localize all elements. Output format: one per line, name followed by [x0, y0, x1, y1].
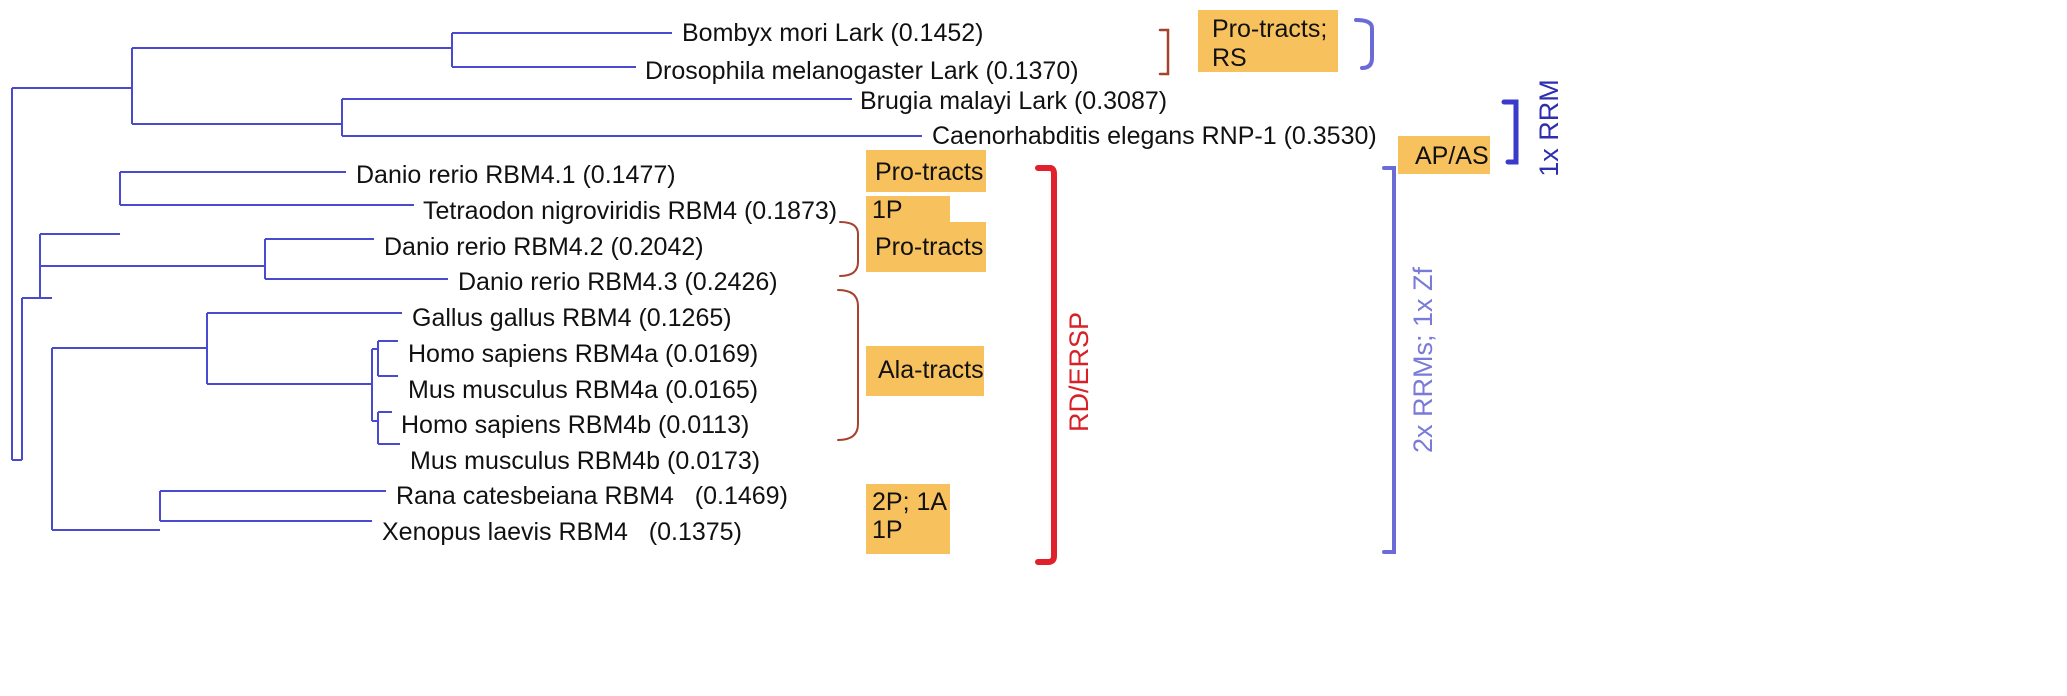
leaf-label-mus-4b: Mus musculus RBM4b (0.0173): [410, 447, 760, 475]
annotation-box-2p-1a-1p: [866, 484, 950, 554]
leaf-label-drosophila: Drosophila melanogaster Lark (0.1370): [645, 57, 1079, 85]
leaf-label-danio-42: Danio rerio RBM4.2 (0.2042): [384, 233, 704, 261]
annotation-box-ap-as: [1398, 136, 1490, 174]
bracket-rd-ersp: [1035, 165, 1057, 565]
group-label-two-rrms: 2x RRMs; 1x Zf: [1408, 266, 1438, 453]
leaf-label-gallus: Gallus gallus RBM4 (0.1265): [412, 304, 732, 332]
annotation-ala-tracts: Ala-tracts: [878, 356, 984, 384]
leaf-labels: Bombyx mori Lark (0.1452) Drosophila mel…: [356, 19, 1377, 546]
tree-branches: [11, 32, 922, 531]
annotation-box-pro-tracts-1: [866, 150, 986, 192]
leaf-label-danio-43: Danio rerio RBM4.3 (0.2426): [458, 268, 778, 296]
annotation-1p-b: 1P: [872, 516, 903, 544]
annotation-pro-tracts-rs-line1: Pro-tracts;: [1212, 15, 1327, 43]
bracket-pro-tracts-rs: [1158, 28, 1170, 76]
bracket-two-rrms: [1382, 166, 1396, 554]
annotation-1p-a: 1P: [872, 196, 903, 224]
leaf-label-mus-4a: Mus musculus RBM4a (0.0165): [408, 376, 758, 404]
bracket-danio-42-43: [839, 221, 859, 277]
leaf-label-brugia: Brugia malayi Lark (0.3087): [860, 87, 1167, 115]
brackets: [837, 18, 1519, 565]
annotation-boxes: Pro-tracts; RS AP/AS Pro-tracts 1P Pro-t…: [866, 10, 1490, 554]
leaf-label-xenopus: Xenopus laevis RBM4 (0.1375): [382, 518, 742, 546]
annotation-box-1p-a: [866, 196, 950, 222]
leaf-label-bombyx: Bombyx mori Lark (0.1452): [682, 19, 984, 47]
bracket-ala-tracts: [837, 289, 859, 441]
annotation-box-pro-tracts-rs: [1198, 10, 1338, 72]
annotation-pro-tracts-rs-line2: RS: [1212, 44, 1247, 72]
annotation-2p-1a: 2P; 1A: [872, 488, 947, 516]
bracket-one-rrm: [1501, 99, 1519, 165]
leaf-label-homo-4b: Homo sapiens RBM4b (0.0113): [401, 411, 749, 439]
group-label-one-rrm: 1x RRM: [1534, 79, 1564, 177]
leaf-label-homo-4a: Homo sapiens RBM4a (0.0169): [408, 340, 758, 368]
leaf-label-tetraodon: Tetraodon nigroviridis RBM4 (0.1873): [423, 197, 837, 225]
leaf-label-danio-41: Danio rerio RBM4.1 (0.1477): [356, 161, 676, 189]
group-label-rd-ersp: RD/ERSP: [1064, 312, 1094, 432]
annotation-ap-as: AP/AS: [1415, 142, 1489, 170]
annotation-box-pro-tracts-2: [866, 222, 986, 272]
annotation-pro-tracts-2: Pro-tracts: [875, 233, 983, 261]
annotation-pro-tracts-1: Pro-tracts: [875, 158, 983, 186]
bracket-pro-tracts-rs-blue: [1354, 18, 1374, 70]
leaf-label-rana: Rana catesbeiana RBM4 (0.1469): [396, 482, 788, 510]
annotation-box-ala-tracts: [866, 346, 984, 396]
leaf-label-caenorhabditis: Caenorhabditis elegans RNP-1 (0.3530): [932, 122, 1377, 150]
